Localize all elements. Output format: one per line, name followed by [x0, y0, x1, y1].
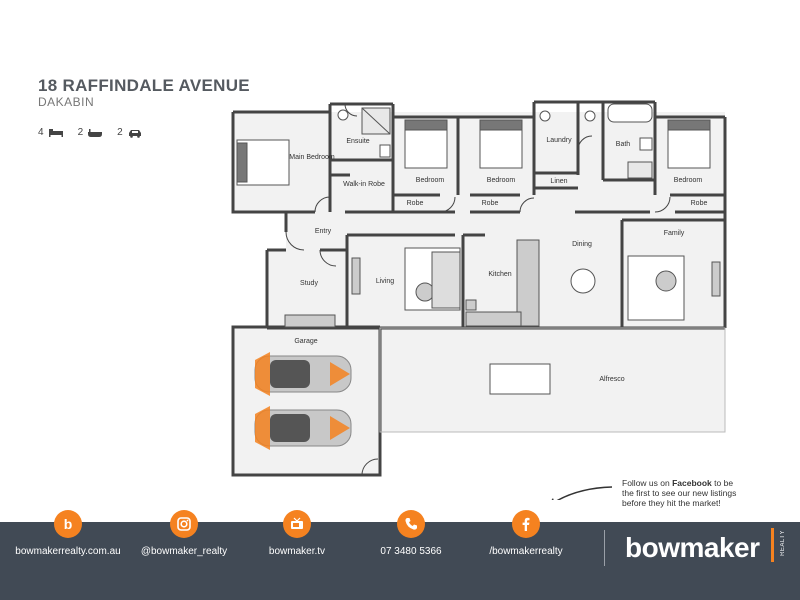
feature-summary: 4 2 2 [38, 127, 143, 138]
label-study: Study [300, 280, 318, 287]
label-family: Family [664, 230, 685, 237]
car-count-value: 2 [117, 127, 123, 138]
label-walk-in-robe: Walk-in Robe [343, 181, 385, 188]
instagram-icon [170, 510, 198, 538]
label-robe-3: Robe [691, 200, 708, 207]
floor-plan: Main Bedroom Ensuite Walk-in Robe Bedroo… [231, 100, 727, 500]
brand-realty-text: REALTY [780, 530, 786, 556]
footer-phone-text[interactable]: 07 3480 5366 [380, 546, 442, 557]
callout-arrow [556, 486, 613, 500]
furniture [236, 103, 721, 395]
bathroom-count: 2 [78, 127, 104, 138]
facebook-icon [512, 510, 540, 538]
phone-icon [397, 510, 425, 538]
bed-icon [48, 128, 63, 137]
brand-logo: bowmaker [625, 532, 760, 563]
footer-instagram[interactable]: @bowmaker_realty [109, 510, 259, 557]
bath-icon [88, 128, 103, 137]
label-living: Living [376, 278, 394, 285]
label-robe-2: Robe [482, 200, 499, 207]
footer-facebook-text[interactable]: /bowmakerrealty [489, 546, 563, 557]
alfresco-outline [379, 327, 726, 433]
label-bedroom-3: Bedroom [674, 177, 703, 184]
callout-arrowhead [551, 498, 554, 500]
brand-divider [604, 530, 605, 566]
car-1 [254, 352, 352, 396]
footer-facebook[interactable]: /bowmakerrealty [451, 510, 601, 557]
label-ensuite: Ensuite [346, 138, 369, 145]
callout-line3: before they hit the market! [622, 498, 721, 508]
car-icon [128, 129, 141, 138]
label-robe-1: Robe [407, 200, 424, 207]
car-2 [254, 406, 352, 450]
footer-website[interactable]: b bowmakerrealty.com.au [0, 510, 143, 557]
label-kitchen: Kitchen [488, 271, 511, 278]
label-dining: Dining [572, 241, 592, 248]
website-logo-icon: b [54, 510, 82, 538]
footer-tv[interactable]: bowmaker.tv [222, 510, 372, 557]
label-bedroom-2: Bedroom [487, 177, 516, 184]
callout-facebook: Facebook [672, 478, 712, 488]
footer-phone[interactable]: 07 3480 5366 [336, 510, 486, 557]
label-bath: Bath [616, 141, 631, 148]
bathroom-count-value: 2 [77, 127, 84, 138]
listing-address: 18 RAFFINDALE AVENUE [38, 76, 250, 95]
callout-line1-prefix: Follow us on [622, 478, 673, 488]
facebook-callout: Follow us on Facebook to be the first to… [622, 478, 782, 508]
footer-website-text[interactable]: bowmakerrealty.com.au [15, 546, 121, 557]
tv-icon [283, 510, 311, 538]
callout-line2: the first to see our new listings [622, 488, 737, 498]
brand-accent-bar [771, 528, 774, 562]
bedroom-count-value: 4 [38, 127, 44, 138]
label-linen: Linen [550, 178, 567, 185]
label-entry: Entry [315, 228, 332, 235]
footer-tv-text[interactable]: bowmaker.tv [268, 546, 326, 557]
callout-line1-suffix: to be [711, 478, 734, 488]
footer-bar: b bowmakerrealty.com.au @bowmaker_realty… [0, 510, 800, 600]
svg-text:b: b [64, 516, 73, 532]
listing-suburb: DAKABIN [38, 95, 95, 109]
label-main-bedroom: Main Bedroom [289, 154, 335, 161]
label-garage: Garage [294, 338, 317, 345]
room-labels: Main Bedroom Ensuite Walk-in Robe Bedroo… [289, 137, 707, 383]
bedroom-count: 4 [38, 127, 64, 138]
label-alfresco: Alfresco [599, 376, 624, 383]
label-bedroom-1: Bedroom [416, 177, 445, 184]
label-laundry: Laundry [546, 137, 572, 144]
footer-instagram-text[interactable]: @bowmaker_realty [140, 546, 228, 557]
door-swings [285, 103, 671, 476]
car-count: 2 [117, 127, 143, 138]
